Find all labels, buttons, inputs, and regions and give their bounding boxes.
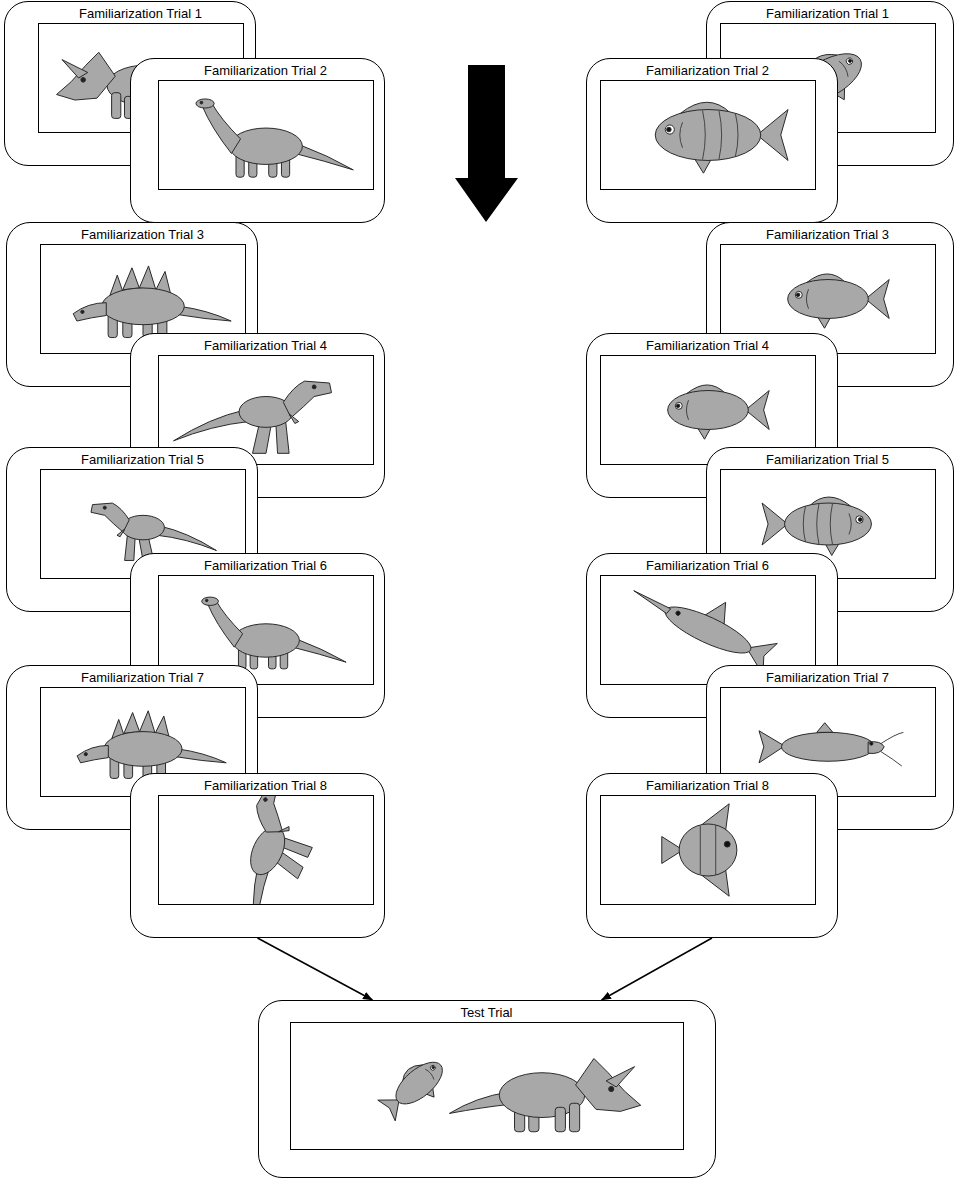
picture-frame (158, 80, 374, 190)
trial-label: Familiarization Trial 6 (158, 558, 374, 574)
trial-label: Familiarization Trial 6 (600, 558, 816, 574)
trial-label: Familiarization Trial 3 (40, 227, 246, 243)
trial-label: Familiarization Trial 7 (720, 670, 936, 686)
trial-label: Familiarization Trial 4 (158, 338, 374, 354)
picture-frame (600, 795, 816, 905)
animal-illustration (601, 796, 815, 904)
trial-label: Familiarization Trial 5 (720, 452, 936, 468)
trial-card: Familiarization Trial 2 (586, 58, 838, 223)
trial-label: Test Trial (290, 1005, 684, 1021)
animal-illustration (601, 81, 815, 189)
trial-label: Familiarization Trial 4 (600, 338, 816, 354)
connector-arrow (602, 938, 713, 1000)
trial-card: Familiarization Trial 2 (130, 58, 385, 223)
trial-label: Familiarization Trial 8 (158, 778, 374, 794)
animal-illustration (159, 796, 373, 904)
animal-illustration (159, 81, 373, 189)
trial-label: Familiarization Trial 1 (720, 6, 936, 22)
trial-label: Familiarization Trial 5 (40, 452, 246, 468)
trial-label: Familiarization Trial 7 (40, 670, 246, 686)
picture-frame (290, 1022, 684, 1150)
trial-card: Test Trial (258, 1000, 716, 1178)
trial-label: Familiarization Trial 2 (600, 63, 816, 79)
connector-arrow (258, 938, 373, 1000)
animal-illustration (291, 1023, 683, 1149)
picture-frame (158, 795, 374, 905)
trial-label: Familiarization Trial 8 (600, 778, 816, 794)
sequence-arrow (455, 65, 518, 222)
trial-label: Familiarization Trial 1 (38, 6, 244, 22)
trial-card: Familiarization Trial 8 (586, 773, 838, 938)
trial-card: Familiarization Trial 8 (130, 773, 385, 938)
picture-frame (600, 80, 816, 190)
trial-label: Familiarization Trial 3 (720, 227, 936, 243)
trial-label: Familiarization Trial 2 (158, 63, 374, 79)
